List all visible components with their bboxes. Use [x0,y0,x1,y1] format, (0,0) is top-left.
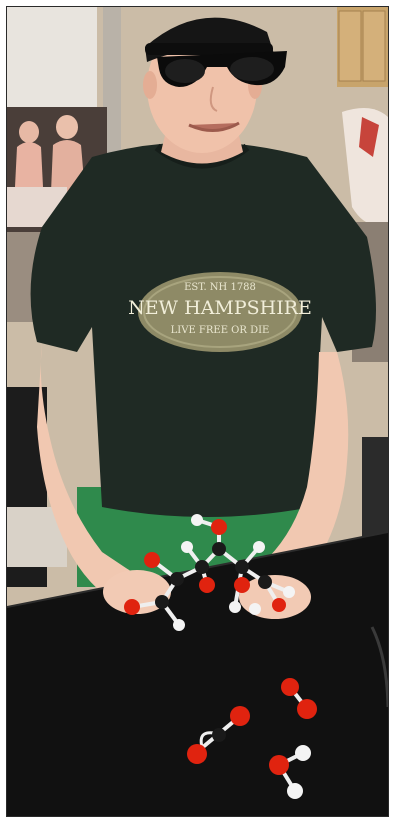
shirt-text-est: EST. NH 1788 [184,282,256,293]
mouth [188,121,240,132]
oxygen-atom [272,598,286,612]
shirt-text-motto: LIVE FREE OR DIE [171,325,270,336]
sunglasses-lens-left [165,59,205,83]
cap-brim [145,43,273,55]
carbon-atom [170,572,184,586]
sunglasses-lens-right [230,57,274,81]
carbon-atom [258,575,272,589]
hydrogen-atom [173,619,185,631]
nose [209,86,218,112]
left-arm [37,342,147,607]
hydrogen-atom [229,601,241,613]
hydrogen-atom [253,541,265,553]
oxygen-atom [211,519,227,535]
carbon-atom [212,542,226,556]
carbon-atom [155,595,169,609]
torso-model [15,142,43,187]
oxygen-atom [144,552,160,568]
ear-left [143,71,157,99]
cabinet-door-left [338,10,362,82]
water-molecule [269,745,311,799]
photo: EST. NH 1788 NEW HAMPSHIRE LIVE FREE OR … [7,7,388,816]
torso-model-head-2 [56,115,78,139]
co2-molecule [187,706,250,764]
carbon-atom [235,560,249,574]
anatomy-muscle [359,117,379,157]
window-blind [7,7,97,107]
hydrogen-atom [249,603,261,615]
right-arm [252,352,349,597]
hydrogen-atom [181,541,193,553]
o2-molecule [281,678,317,719]
hydrogen-atom [191,514,203,526]
oxygen-atom [124,599,140,615]
shirt-logo-border [143,276,297,348]
carbon-atom [195,560,209,574]
cable [370,626,388,708]
hydrogen-atom [283,586,295,598]
oxygen-atom [234,577,250,593]
cabinet-door-right [362,10,386,82]
torso-model-head [19,121,39,143]
photo-frame: EST. NH 1788 NEW HAMPSHIRE LIVE FREE OR … [6,6,389,817]
shirt-text-state: NEW HAMPSHIRE [128,297,312,319]
shirt-logo-oval [138,272,302,352]
oxygen-atom [199,577,215,593]
